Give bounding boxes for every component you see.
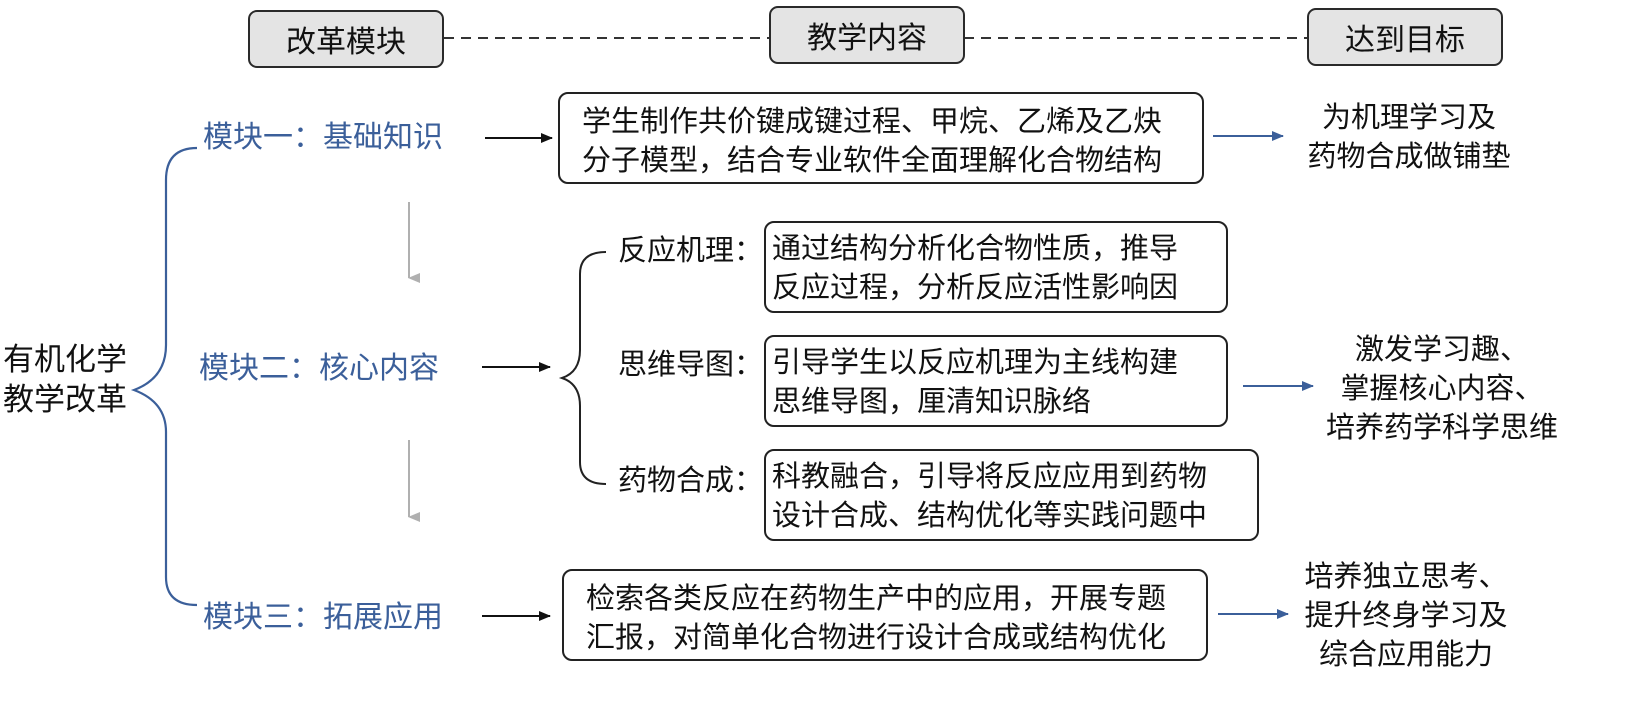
module-3-content-line-2: 汇报，对简单化合物进行设计合成或结构优化 [586, 620, 1167, 654]
module-2-item-2-box: 引导学生以反应机理为主线构建 思维导图，厘清知识脉络 [764, 335, 1228, 427]
module-2-item-3-line-1: 科教融合，引导将反应应用到药物 [772, 459, 1208, 493]
module-3-content-box: 检索各类反应在药物生产中的应用，开展专题 汇报，对简单化合物进行设计合成或结构优… [562, 569, 1208, 661]
module-2-goal: 激发学习趣、 掌握核心内容、 培养药学科学思维 [1322, 330, 1562, 447]
module-2-goal-line-2: 掌握核心内容、 [1340, 371, 1544, 405]
module-1-goal-line-2: 药物合成做铺垫 [1307, 139, 1511, 173]
header-module: 改革模块 [248, 10, 444, 68]
module-3-goal: 培养独立思考、 提升终身学习及 综合应用能力 [1290, 557, 1522, 674]
module-2-goal-line-1: 激发学习趣、 [1354, 332, 1529, 366]
module-1-content-box: 学生制作共价键成键过程、甲烷、乙烯及乙炔 分子模型，结合专业软件全面理解化合物结… [558, 92, 1204, 184]
module-2-item-3-box: 科教融合，引导将反应应用到药物 设计合成、结构优化等实践问题中 [764, 449, 1259, 541]
module-2-item-2-line-1: 引导学生以反应机理为主线构建 [772, 345, 1179, 379]
module2-brace [558, 251, 607, 485]
module-1-goal-line-1: 为机理学习及 [1321, 100, 1496, 134]
module-1-goal: 为机理学习及 药物合成做铺垫 [1296, 98, 1522, 176]
module-1-content-line-1: 学生制作共价键成键过程、甲烷、乙烯及乙炔 [582, 104, 1163, 138]
module-2-item-1-line-2: 反应过程，分析反应活性影响因 [772, 270, 1179, 304]
module-3-goal-line-2: 提升终身学习及 [1304, 598, 1508, 632]
main-brace [130, 146, 198, 607]
module-2-item-3-line-2: 设计合成、结构优化等实践问题中 [772, 498, 1208, 532]
module-2-item-1-line-1: 通过结构分析化合物性质，推导 [772, 231, 1179, 265]
module-1-label: 模块一：基础知识 [203, 120, 443, 155]
module-3-content-line-1: 检索各类反应在药物生产中的应用，开展专题 [586, 581, 1167, 615]
module-2-item-3-label: 药物合成： [618, 463, 764, 497]
module-1-content-line-2: 分子模型，结合专业软件全面理解化合物结构 [582, 143, 1163, 177]
root-label: 有机化学 教学改革 [3, 340, 127, 420]
module-3-goal-line-1: 培养独立思考、 [1304, 559, 1508, 593]
header-goal: 达到目标 [1307, 8, 1503, 66]
module-2-label: 模块二：核心内容 [199, 351, 439, 386]
module-2-goal-line-3: 培养药学科学思维 [1325, 410, 1558, 444]
module-2-item-1-label: 反应机理： [618, 233, 764, 267]
module-2-item-1-box: 通过结构分析化合物性质，推导 反应过程，分析反应活性影响因 [764, 221, 1228, 313]
header-content: 教学内容 [769, 6, 965, 64]
module-2-item-2-label: 思维导图： [618, 347, 764, 381]
root-line-1: 有机化学 [3, 342, 127, 378]
module-3-goal-line-3: 综合应用能力 [1318, 637, 1493, 671]
root-line-2: 教学改革 [3, 382, 127, 418]
module-2-item-2-line-2: 思维导图，厘清知识脉络 [772, 384, 1092, 418]
module-3-label: 模块三：拓展应用 [203, 600, 443, 635]
